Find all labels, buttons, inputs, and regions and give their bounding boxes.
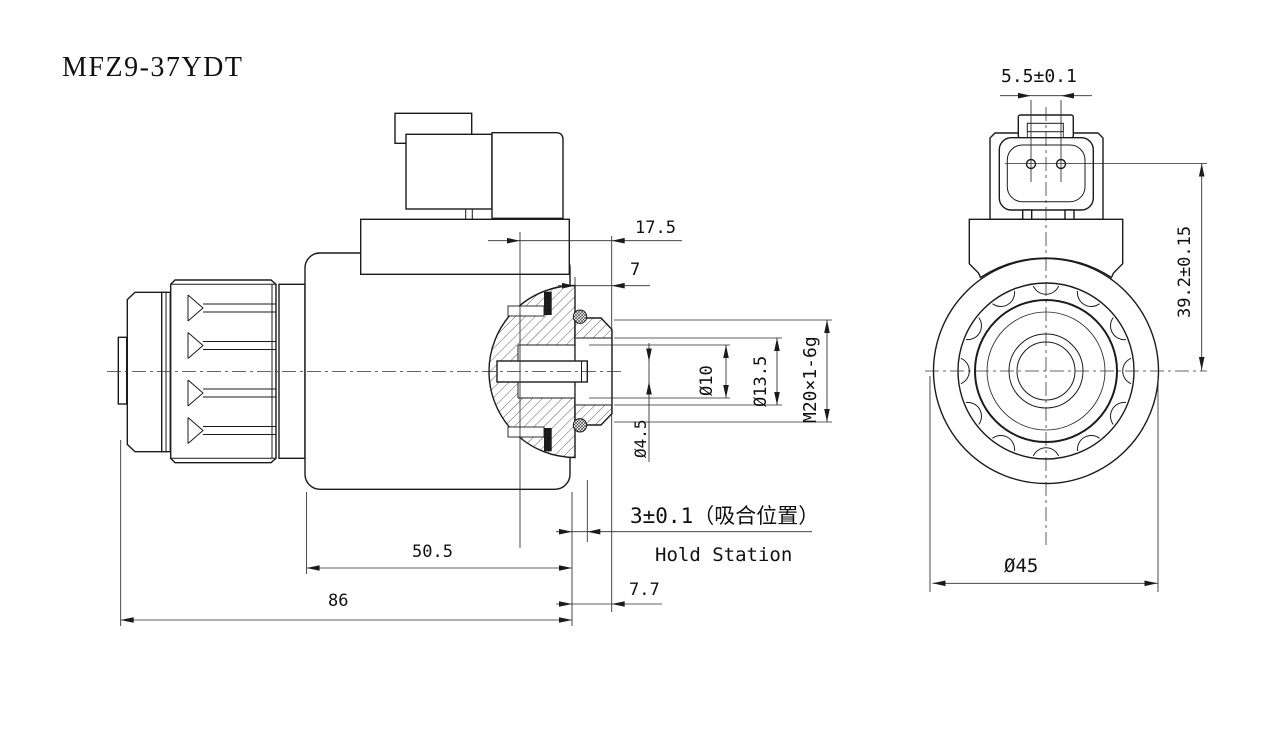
dim-outer-dia: Ø45 [1004,555,1038,577]
dim-17-5: 17.5 [635,218,676,238]
connector-stub [465,208,473,220]
connector-housing [405,133,493,210]
knurled-knob [170,279,277,464]
knob-cap [126,291,163,453]
connector-foot-right [1064,209,1075,221]
dim-d13-5: Ø13.5 [751,356,771,407]
knob-end-button [117,336,128,405]
dimension-arrows [120,92,1205,623]
side-view-labels: 17.5 7 Ø10 Ø13.5 M20×1-6g Ø4.5 3±0.1（吸合位… [328,218,821,611]
dim-d10: Ø10 [697,365,717,396]
side-view [117,112,613,491]
dim-50-5: 50.5 [412,542,453,562]
o-ring-top [572,309,588,324]
dim-m20-thread: M20×1-6g [800,336,821,423]
dim-7-7: 7.7 [629,580,660,600]
drawing-title: MFZ9-37YDT [62,52,243,83]
dim-pull-position: 3±0.1（吸合位置） [630,504,819,528]
dim-hold-station: Hold Station [655,544,792,566]
knurl-ribs [187,294,276,444]
tube-wall-top [544,291,552,315]
dim-pin-pitch: 5.5±0.1 [1001,66,1077,87]
tube-wall-bottom [544,428,552,452]
dim-d4-5: Ø4.5 [631,419,650,458]
dim-86: 86 [328,591,348,611]
dim-7: 7 [630,260,640,280]
latch-tab [1026,122,1064,133]
dimension-lines [120,95,1203,621]
connector-foot-left [1022,209,1033,221]
front-view-labels: 5.5±0.1 39.2±0.15 Ø45 [1001,66,1195,577]
terminal-box [360,218,571,276]
connector-plug [491,132,564,219]
dim-height-39-2: 39.2±0.15 [1175,226,1195,318]
centerlines [107,107,1207,545]
tube-notch-bottom [507,426,545,438]
o-ring-bottom [572,418,588,433]
tube-notch-top [507,305,545,317]
